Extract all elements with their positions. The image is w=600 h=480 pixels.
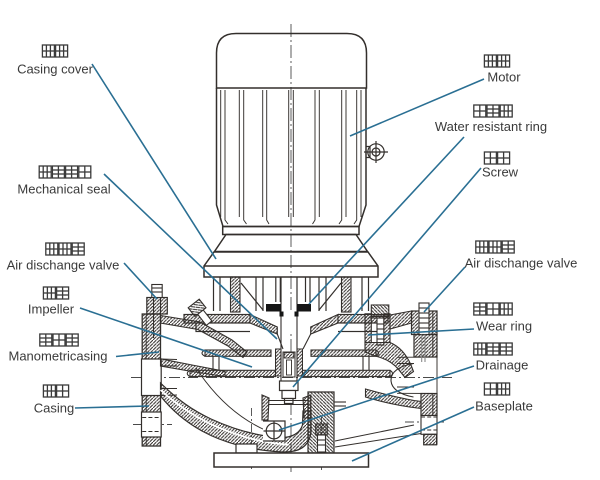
svg-text:Motor: Motor xyxy=(487,70,521,85)
svg-text:Manometricasing: Manometricasing xyxy=(9,349,108,364)
svg-text:Drainage: Drainage xyxy=(476,358,529,373)
svg-text:Casing cover: Casing cover xyxy=(17,62,94,77)
svg-text:Water resistant ring: Water resistant ring xyxy=(435,119,547,134)
svg-text:Baseplate: Baseplate xyxy=(475,399,533,414)
svg-text:Mechanical seal: Mechanical seal xyxy=(17,182,110,197)
svg-text:Air dischange valve: Air dischange valve xyxy=(7,258,120,273)
svg-text:Screw: Screw xyxy=(482,165,519,180)
svg-text:Air dischange valve: Air dischange valve xyxy=(465,256,578,271)
svg-text:Wear ring: Wear ring xyxy=(476,319,532,334)
svg-text:Impeller: Impeller xyxy=(28,302,75,317)
svg-text:Casing: Casing xyxy=(34,401,74,416)
